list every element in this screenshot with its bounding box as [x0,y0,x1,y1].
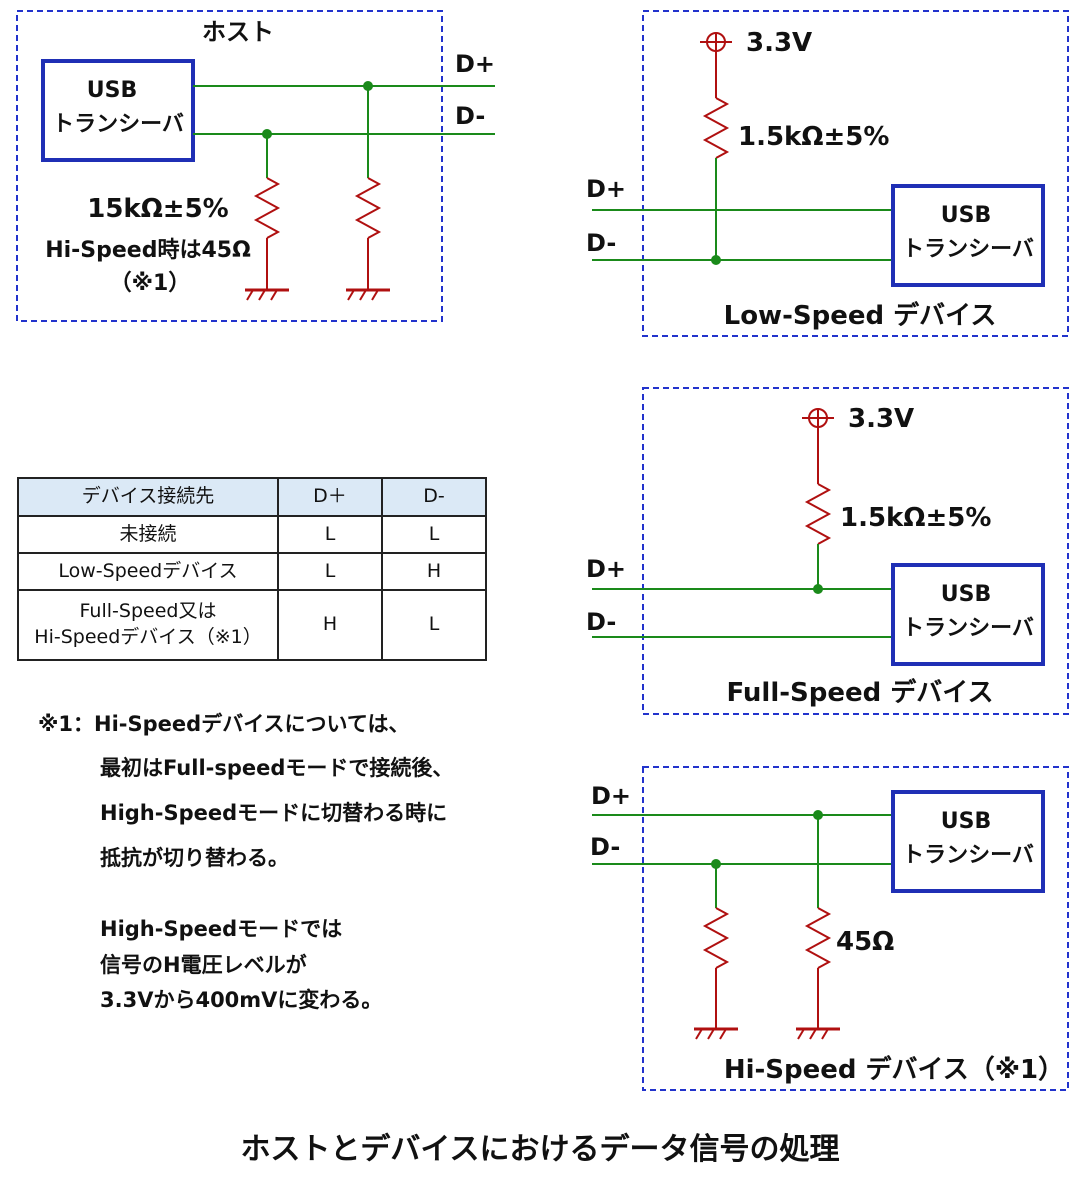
full-speed-vcc-label: 3.3V [848,404,914,434]
host-ground-dminus [243,288,291,302]
hi-speed-transceiver-box [891,790,1045,893]
low-speed-resistor [702,97,730,159]
low-speed-transceiver-name: トランシーバ [902,237,1034,262]
hi-speed-ground-dminus [692,1027,740,1041]
hi-speed-frame [642,766,1069,1091]
hi-speed-resistor-dminus [702,907,730,969]
hi-speed-transceiver-usb: USB [941,809,991,834]
host-resistor-dminus [253,177,281,239]
footnote-line: ※1：Hi-Speedデバイスについては、 [38,712,410,736]
hi-speed-resistor-dplus [804,907,832,969]
table-header: デバイス接続先 [17,477,279,517]
host-transceiver-name: トランシーバ [52,112,184,137]
footnote-line: 3.3Vから400mVに変わる。 [100,988,383,1012]
hi-speed-label: Hi-Speed デバイス（※1） [724,1054,1064,1085]
full-speed-dplus-label: D+ [586,555,626,583]
host-transceiver-box [41,59,195,162]
low-speed-node [711,255,721,265]
table-cell-dplus: L [277,515,383,554]
hi-speed-node-dminus [711,859,721,869]
table-cell-dplus: L [277,552,383,591]
hi-speed-dminus-label: D- [590,833,620,861]
table-cell-device-line: Full-Speed又は [79,600,217,623]
host-frame [16,10,443,322]
full-speed-label: Full-Speed デバイス [726,677,993,708]
host-resistor-dplus [354,177,382,239]
table-cell-device: Full-Speed又は Hi-Speedデバイス（※1） [17,589,279,661]
figure-caption: ホストとデバイスにおけるデータ信号の処理 [240,1132,840,1167]
footnote-line: High-Speedモードに切替わる時に [100,801,448,825]
full-speed-dminus-label: D- [586,608,616,636]
full-speed-node [813,584,823,594]
table-cell-device-line: Hi-Speedデバイス（※1） [34,626,262,648]
table-cell-dminus: H [381,552,487,591]
table-cell-dminus: L [381,515,487,554]
host-ground-dplus [344,288,392,302]
low-speed-label: Low-Speed デバイス [724,300,997,331]
footnote-line: 抵抗が切り替わる。 [100,846,289,870]
table-header: D＋ [277,477,383,517]
full-speed-transceiver-name: トランシーバ [902,616,1034,641]
full-speed-resistor-value: 1.5kΩ±5% [840,503,991,533]
low-speed-transceiver-usb: USB [941,203,991,228]
host-hs-note: Hi-Speed時は45Ω [45,238,251,263]
host-transceiver-usb: USB [87,78,137,103]
host-node-dminus [262,129,272,139]
full-speed-resistor [804,483,832,545]
hi-speed-section: D+ D- USB トランシーバ 45Ω Hi-Speed デバイス（※1） [590,766,1069,1091]
host-resistor-value: 15kΩ±5% [87,194,229,224]
full-speed-section: 3.3V 1.5kΩ±5% D+ D- USB トランシーバ Full-Spee… [586,387,1069,715]
host-title: ホスト [202,18,274,46]
footnote-line: 最初はFull-speedモードで接続後、 [100,756,454,780]
host-section: ホスト USB トランシーバ D+ D- 15kΩ±5% Hi-Speed時は4… [16,10,495,322]
table-cell-dplus: H [277,589,383,661]
table-cell-device: 未接続 [17,515,279,554]
hi-speed-resistor-value: 45Ω [836,927,894,957]
hi-speed-dplus-label: D+ [591,782,631,810]
table-row: Low-Speedデバイス L H [17,552,487,591]
table-cell-device: Low-Speedデバイス [17,552,279,591]
low-speed-section: 3.3V 1.5kΩ±5% D+ D- USB トランシーバ Low-Speed… [586,10,1069,337]
low-speed-frame [642,10,1069,337]
table-header-row: デバイス接続先 D＋ D- [17,477,487,517]
table-row: 未接続 L L [17,515,487,554]
low-speed-transceiver-box [891,184,1045,287]
host-dminus-label: D- [455,102,485,130]
host-dplus-label: D+ [455,50,495,78]
host-hs-ref: （※1） [110,271,191,296]
low-speed-vcc-label: 3.3V [746,28,812,58]
footnote-line: High-Speedモードでは [100,917,343,941]
full-speed-frame [642,387,1069,715]
table-cell-dminus: L [381,589,487,661]
full-speed-transceiver-box [891,563,1045,666]
footnote-line: 信号のH電圧レベルが [100,953,307,977]
host-node-dplus [363,81,373,91]
low-speed-dplus-label: D+ [586,175,626,203]
low-speed-dminus-label: D- [586,229,616,257]
hi-speed-transceiver-name: トランシーバ [902,843,1034,868]
table-row: Full-Speed又は Hi-Speedデバイス（※1） H L [17,589,487,661]
hi-speed-node-dplus [813,810,823,820]
low-speed-resistor-value: 1.5kΩ±5% [738,122,889,152]
connection-table: デバイス接続先 D＋ D- 未接続 L L Low-Speedデバイス L H … [17,477,487,661]
hi-speed-ground-dplus [794,1027,842,1041]
full-speed-transceiver-usb: USB [941,582,991,607]
table-header: D- [381,477,487,517]
